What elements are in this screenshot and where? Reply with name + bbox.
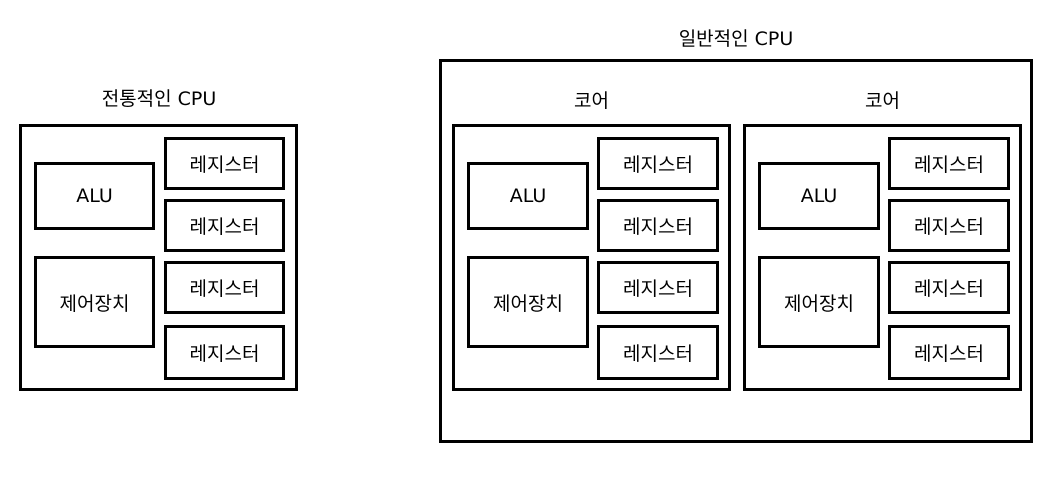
traditional-cpu-register: 레지스터 xyxy=(164,137,285,190)
core-register: 레지스터 xyxy=(888,199,1010,252)
core-alu: ALU xyxy=(758,162,880,230)
core-register: 레지스터 xyxy=(597,199,719,252)
traditional-cpu-register: 레지스터 xyxy=(164,261,285,314)
core-register: 레지스터 xyxy=(597,261,719,314)
core-control-unit: 제어장치 xyxy=(758,256,880,348)
traditional-cpu-register: 레지스터 xyxy=(164,325,285,380)
traditional-cpu-control-unit: 제어장치 xyxy=(34,256,155,348)
core-register: 레지스터 xyxy=(888,137,1010,190)
traditional-cpu-alu: ALU xyxy=(34,162,155,230)
core-register: 레지스터 xyxy=(888,325,1010,380)
core-title: 코어 xyxy=(865,90,900,112)
core-title: 코어 xyxy=(574,90,609,112)
traditional-cpu-title: 전통적인 CPU xyxy=(101,88,217,110)
core-register: 레지스터 xyxy=(888,261,1010,314)
core-control-unit: 제어장치 xyxy=(467,256,589,348)
modern-cpu-title: 일반적인 CPU xyxy=(678,28,794,50)
core-alu: ALU xyxy=(467,162,589,230)
core-register: 레지스터 xyxy=(597,325,719,380)
traditional-cpu-register: 레지스터 xyxy=(164,199,285,252)
core-register: 레지스터 xyxy=(597,137,719,190)
